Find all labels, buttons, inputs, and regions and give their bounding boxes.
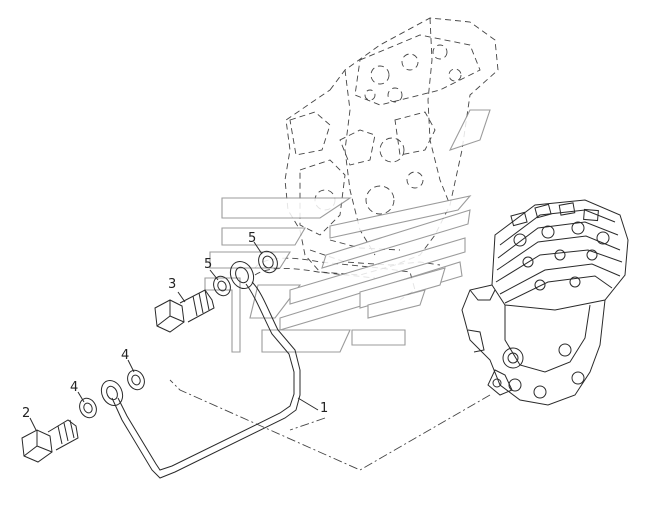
banjo-bolt-2	[21, 419, 79, 463]
callout-5-lower: 5	[204, 257, 212, 272]
callout-4-upper: 4	[121, 348, 129, 363]
banjo-bolt-3	[154, 289, 215, 333]
callout-4-lower: 4	[70, 380, 78, 395]
callout-leaders	[29, 241, 319, 431]
compressor-leader	[169, 379, 491, 471]
oil-pipe	[100, 260, 301, 479]
callout-5-upper: 5	[248, 231, 256, 246]
washer-5-upper	[213, 250, 278, 297]
air-compressor	[461, 199, 629, 406]
watermark-logo	[204, 109, 491, 353]
callout-3: 3	[168, 277, 176, 292]
callout-2: 2	[22, 406, 30, 421]
washer-4-lower	[79, 369, 145, 419]
callout-1: 1	[320, 401, 328, 416]
